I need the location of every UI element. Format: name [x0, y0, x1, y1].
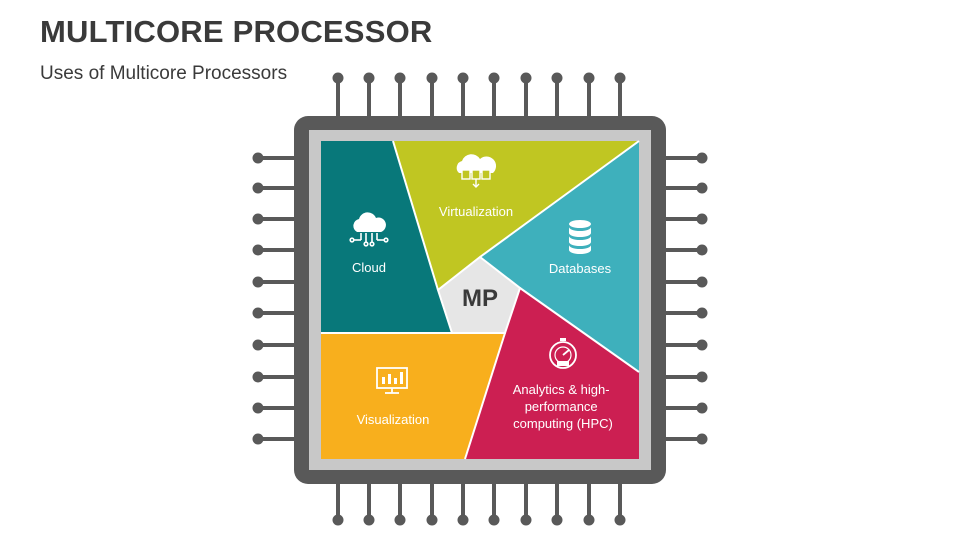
- monitor-chart-icon: [376, 367, 408, 394]
- chip-pin-tip: [696, 339, 708, 351]
- chip-pin-tip: [696, 402, 708, 414]
- database-icon: [569, 220, 591, 254]
- chip-pin-tip: [252, 433, 264, 445]
- chip-pin-tip: [252, 213, 264, 225]
- chip-pin-tip: [426, 514, 438, 526]
- chip-pin-tip: [332, 72, 344, 84]
- segment-virtualization: [393, 141, 639, 290]
- speedometer-icon: [549, 338, 577, 369]
- cloud-label: Cloud: [352, 260, 386, 275]
- chip-pin-tip: [252, 244, 264, 256]
- analytics-hpc-label: Analytics & high- performance computing …: [513, 382, 613, 431]
- segment-visualization: [321, 333, 505, 459]
- chip-pin-tip: [551, 514, 563, 526]
- chip-pin-tip: [696, 152, 708, 164]
- chip-pin-tip: [252, 402, 264, 414]
- chip-pin-tip: [252, 307, 264, 319]
- chip-pin-tip: [520, 514, 532, 526]
- cloud-network-icon: [349, 212, 389, 247]
- chip-pin-tip: [363, 72, 375, 84]
- chip-pin-tip: [457, 514, 469, 526]
- chip-pin-tip: [252, 371, 264, 383]
- visualization-label: Visualization: [357, 412, 430, 427]
- chip-pin-tip: [614, 72, 626, 84]
- chip-pin-tip: [252, 152, 264, 164]
- segment-databases: [480, 141, 639, 372]
- chip-pin-tip: [394, 514, 406, 526]
- chip-pin-tip: [696, 307, 708, 319]
- cloud-servers-icon: [456, 154, 497, 188]
- chip-pin-tip: [363, 514, 375, 526]
- virtualization-label: Virtualization: [439, 204, 513, 219]
- segment-cloud: [321, 141, 452, 333]
- chip-pin-tip: [614, 514, 626, 526]
- segment-analytics-hpc: [465, 288, 639, 459]
- chip-pin-tip: [696, 276, 708, 288]
- center-label: MP: [462, 285, 498, 312]
- chip-pin-tip: [696, 433, 708, 445]
- chip-pin-tip: [696, 182, 708, 194]
- chip-pin-tip: [488, 514, 500, 526]
- chip-pins: [252, 72, 708, 526]
- chip-pin-tip: [252, 182, 264, 194]
- chip-pin-tip: [696, 213, 708, 225]
- chip-pin-tip: [696, 371, 708, 383]
- chip-pin-tip: [551, 72, 563, 84]
- page-title: MULTICORE PROCESSOR: [40, 14, 433, 49]
- chip-pin-tip: [252, 339, 264, 351]
- chip-pin-tip: [696, 244, 708, 256]
- chip-pin-tip: [520, 72, 532, 84]
- page-subtitle: Uses of Multicore Processors: [40, 63, 288, 84]
- databases-label: Databases: [549, 261, 612, 276]
- chip-pin-tip: [426, 72, 438, 84]
- center-pentagon: [436, 255, 522, 334]
- chip-pin-tip: [583, 514, 595, 526]
- chip-pin-tip: [252, 276, 264, 288]
- segment-dividers: [321, 140, 640, 460]
- chip-pin-tip: [583, 72, 595, 84]
- chip-pin-tip: [332, 514, 344, 526]
- chip-pin-tip: [394, 72, 406, 84]
- chip-pin-tip: [488, 72, 500, 84]
- chip-pin-tip: [457, 72, 469, 84]
